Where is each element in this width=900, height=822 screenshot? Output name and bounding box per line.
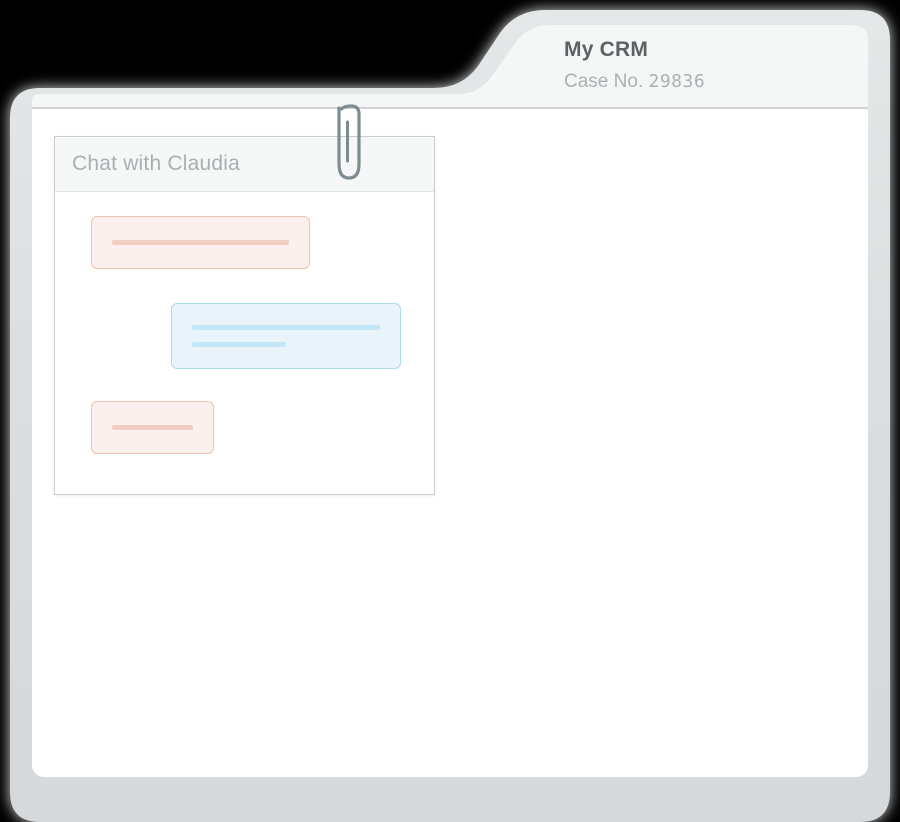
chat-message-incoming[interactable] xyxy=(91,401,214,454)
message-text-line xyxy=(192,325,380,330)
message-text-line xyxy=(112,425,193,430)
chat-card-header: Chat with Claudia xyxy=(55,137,434,192)
paperclip-icon[interactable] xyxy=(330,104,374,186)
case-number-value: 29836 xyxy=(648,71,706,92)
content-panel: Chat with Claudia xyxy=(32,109,868,777)
message-text-line xyxy=(112,240,289,245)
message-text-line xyxy=(192,342,286,347)
folder-header-face xyxy=(32,25,868,109)
app-title: My CRM xyxy=(564,38,649,61)
chat-message-list xyxy=(55,192,434,494)
header-divider xyxy=(32,107,868,109)
chat-message-outgoing[interactable] xyxy=(171,303,401,369)
chat-card[interactable]: Chat with Claudia xyxy=(54,136,435,495)
paperclip-glyph xyxy=(337,104,361,180)
tab-header-text: My CRM Case No. 29836 xyxy=(564,36,884,96)
chat-message-incoming[interactable] xyxy=(91,216,310,269)
case-number-label: Case No. xyxy=(564,71,649,92)
case-number-line: Case No. 29836 xyxy=(564,68,884,96)
chat-card-title: Chat with Claudia xyxy=(72,152,240,175)
